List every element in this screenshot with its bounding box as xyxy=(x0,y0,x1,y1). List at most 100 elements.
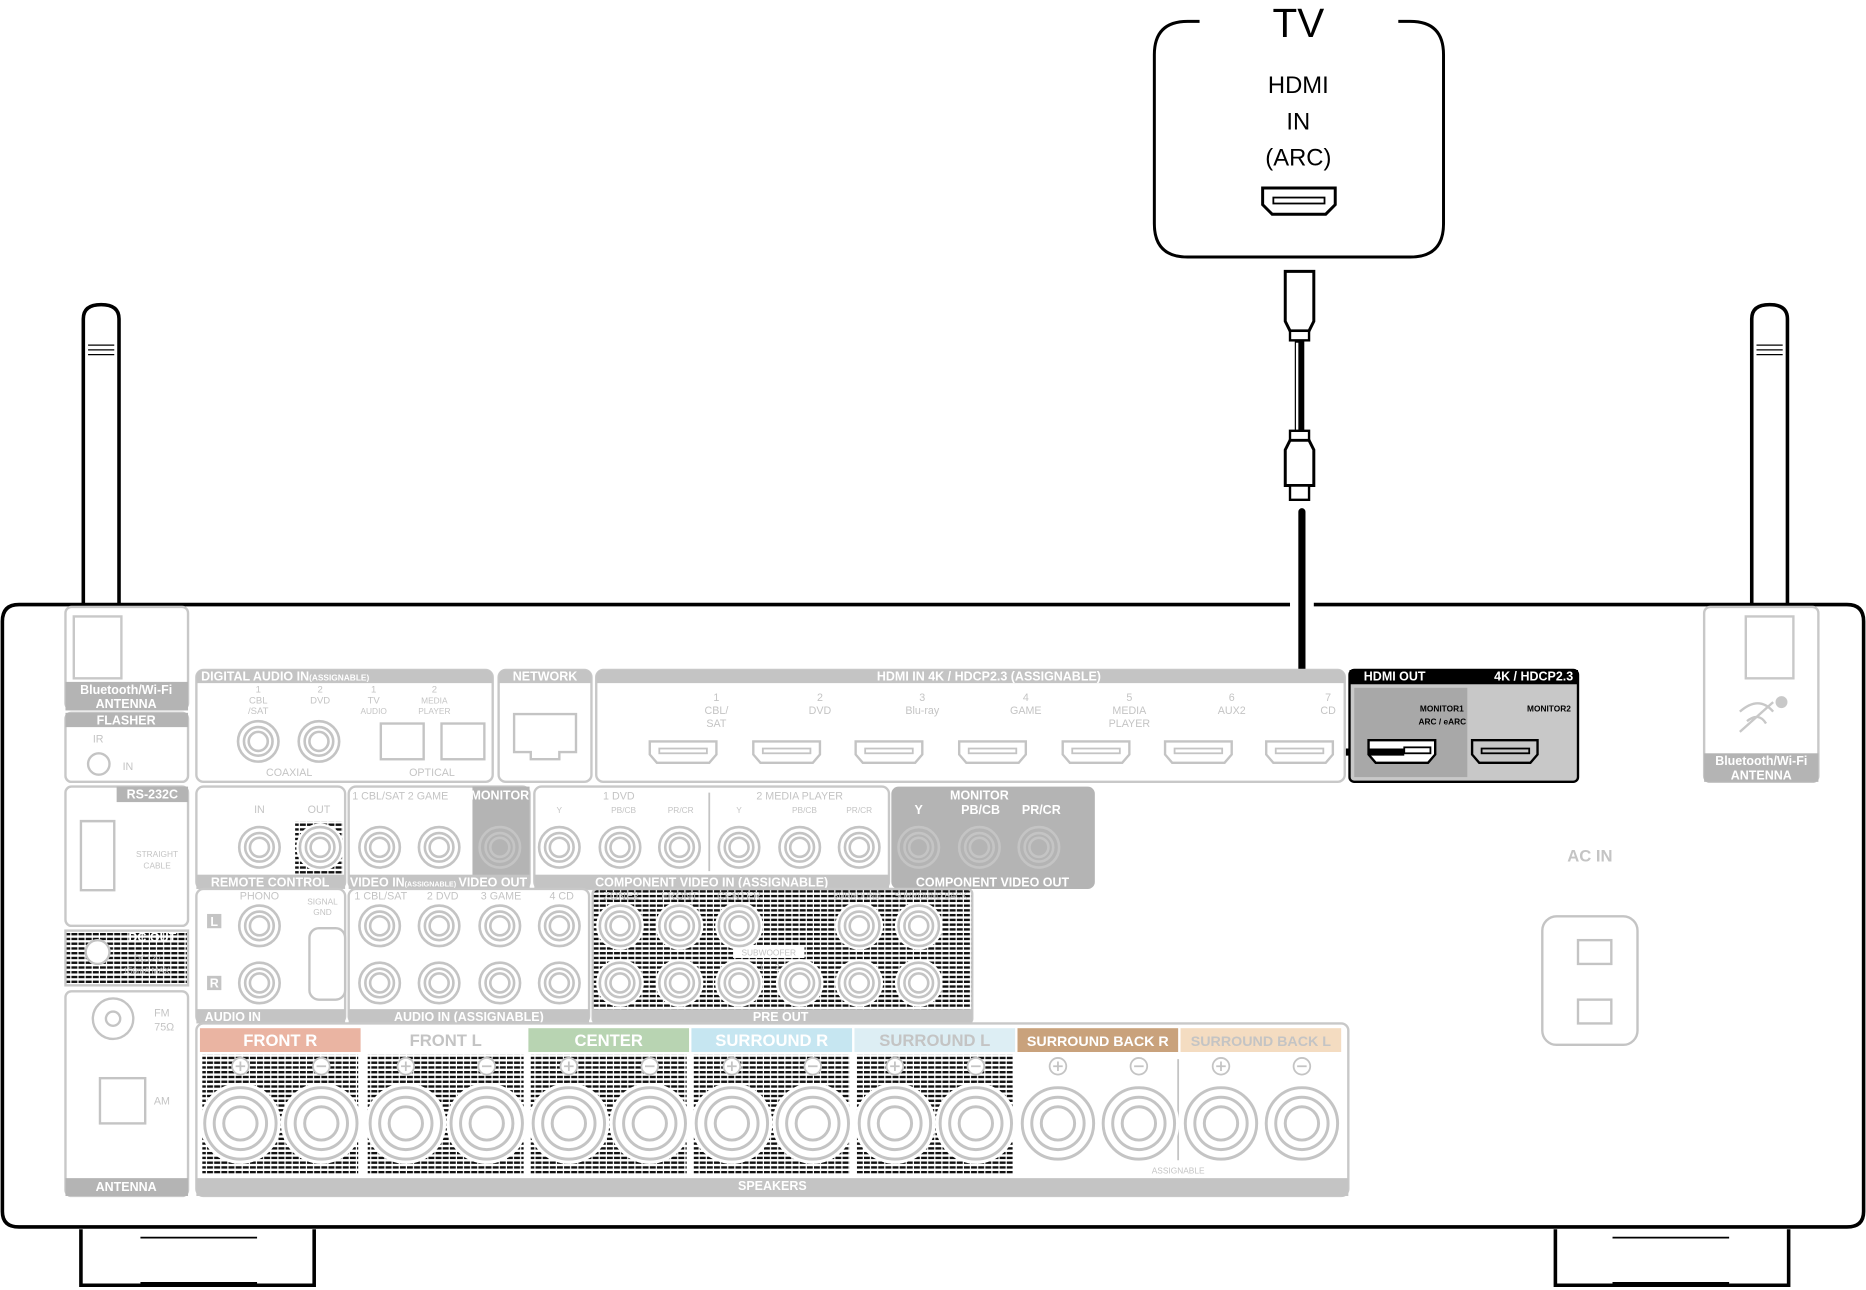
speaker-terminal-plus[interactable] xyxy=(854,1057,936,1164)
fm-antenna-jack[interactable] xyxy=(91,997,135,1041)
speaker-terminal-plus[interactable] xyxy=(1017,1057,1099,1164)
pre-out-zone2: ZONE2 xyxy=(603,891,639,903)
speaker-terminal-minus[interactable] xyxy=(1098,1057,1180,1164)
speaker-terminal-plus[interactable] xyxy=(365,1057,447,1164)
coaxial-2-jack[interactable] xyxy=(295,717,343,766)
rs232c-port[interactable] xyxy=(79,819,116,892)
ac-in-socket[interactable] xyxy=(1541,915,1639,1047)
speaker-terminal-minus[interactable] xyxy=(935,1057,1017,1164)
component-in-jack-5[interactable] xyxy=(775,823,824,872)
pre-out-jack-7[interactable] xyxy=(655,959,704,1007)
hdmi-in-2-label: DVD xyxy=(809,705,832,717)
pre-out-jack-5[interactable] xyxy=(894,902,943,950)
pre-out-jack-2[interactable] xyxy=(655,902,704,950)
coax-1-num: 1 xyxy=(256,685,261,696)
phono-r-jack[interactable] xyxy=(235,959,284,1007)
wireless-symbol-icon xyxy=(1739,701,1775,733)
network-title: NETWORK xyxy=(513,670,578,684)
pre-out-jack-10[interactable] xyxy=(835,959,884,1007)
audio-in-r-jack-1[interactable] xyxy=(355,959,404,1007)
hdmi-in-port-slot xyxy=(864,747,914,755)
remote-in-jack[interactable] xyxy=(235,823,284,872)
comp-out-y: Y xyxy=(915,803,924,817)
ac-in-section: AC IN xyxy=(1541,847,1639,1047)
speaker-channel-surround-back-l: SURROUND BACK L xyxy=(1180,1028,1343,1164)
antenna-title: ANTENNA xyxy=(96,1180,157,1194)
coaxial-1-jack[interactable] xyxy=(234,717,283,766)
component-out-jack-2[interactable] xyxy=(955,823,1004,872)
phono-l-jack[interactable] xyxy=(235,902,284,950)
hdmi-out-title: HDMI OUT xyxy=(1364,670,1426,684)
optical-2-label-2: PLAYER xyxy=(418,706,450,716)
audio-in-l-jack-1[interactable] xyxy=(355,902,404,950)
audio-in-l-jack-2[interactable] xyxy=(415,902,463,950)
audio-in-l-jack-4[interactable] xyxy=(535,902,584,950)
am-antenna-terminal[interactable] xyxy=(98,1076,147,1125)
component-in-jack-2[interactable] xyxy=(596,823,644,872)
hdmi-in-4-port[interactable] xyxy=(957,740,1028,765)
dc-out-section: DC OUT DC12V 150mA MAX. xyxy=(64,929,190,987)
component-in-section: 1 DVD 2 MEDIA PLAYER Y PB/CB PR/CR Y PB/… xyxy=(533,785,891,891)
hdmi-in-7-port[interactable] xyxy=(1265,740,1335,765)
component-out-jack-1[interactable] xyxy=(894,823,943,872)
hdmi-in-port-slot xyxy=(761,747,812,755)
video-monitor-out-jack[interactable] xyxy=(476,823,524,872)
fm-impedance: 75Ω xyxy=(154,1022,174,1034)
video-in-1-jack[interactable] xyxy=(355,823,404,872)
component-in-jack-1[interactable] xyxy=(535,823,584,872)
hdmi-in-5-label: MEDIA xyxy=(1112,705,1147,717)
flasher-ir-label: IR xyxy=(93,734,104,746)
speaker-color-band xyxy=(199,1028,361,1052)
component-out-jack-3[interactable] xyxy=(1015,823,1063,872)
speaker-terminal-plus[interactable] xyxy=(199,1057,281,1164)
speaker-terminal-minus[interactable] xyxy=(772,1057,854,1164)
hdmi-in-5-port[interactable] xyxy=(1061,740,1131,765)
hdmi-out-monitor2-port[interactable] xyxy=(1470,739,1539,765)
comp-pr-1: PR/CR xyxy=(668,805,694,815)
speaker-channel-front-l: FRONT L xyxy=(365,1028,528,1174)
hdmi-in-7-label: 7 xyxy=(1325,692,1331,704)
video-in-2-jack[interactable] xyxy=(415,823,463,872)
hdmi-in-6-port[interactable] xyxy=(1163,740,1233,765)
component-in-jack-4[interactable] xyxy=(715,823,763,872)
signal-gnd-terminal[interactable] xyxy=(308,927,347,1001)
pre-out-jack-1[interactable] xyxy=(596,902,644,950)
pre-out-jack-6[interactable] xyxy=(596,959,644,1007)
hdmi-in-1-port[interactable] xyxy=(648,740,718,765)
pre-out-surround-back: SURROUND BACK xyxy=(894,890,968,900)
pre-out-jack-3[interactable] xyxy=(715,902,763,950)
pre-out-jack-9[interactable] xyxy=(775,959,824,1007)
right-antenna xyxy=(1749,302,1790,681)
dc-out-jack[interactable] xyxy=(84,938,111,966)
flasher-title: FLASHER xyxy=(97,714,156,728)
hdmi-in-3-port[interactable] xyxy=(854,740,924,765)
comp-pb-1: PB/CB xyxy=(611,805,636,815)
pre-out-jack-4[interactable] xyxy=(835,902,884,950)
optical-1-port[interactable] xyxy=(379,722,425,761)
rs232c-note-2: CABLE xyxy=(143,861,171,871)
speaker-terminal-plus[interactable] xyxy=(1180,1057,1262,1164)
speaker-terminal-plus[interactable] xyxy=(691,1057,773,1164)
speaker-terminal-minus[interactable] xyxy=(1261,1057,1343,1164)
speaker-terminal-minus[interactable] xyxy=(446,1057,528,1164)
audio-in-l-jack-3[interactable] xyxy=(476,902,524,950)
audio-in-r-jack-4[interactable] xyxy=(535,959,584,1007)
optical-2-port[interactable] xyxy=(440,722,486,761)
speaker-terminal-plus[interactable] xyxy=(528,1057,610,1164)
speaker-terminal-minus[interactable] xyxy=(280,1057,362,1164)
component-in-jack-6[interactable] xyxy=(835,823,884,872)
tv-hdmi-port-icon[interactable] xyxy=(1261,186,1337,216)
ethernet-port[interactable] xyxy=(512,712,578,761)
audio-in-r-jack-3[interactable] xyxy=(476,959,524,1007)
flasher-jack[interactable] xyxy=(86,752,111,776)
pre-out-jack-8[interactable] xyxy=(715,959,763,1007)
hdmi-in-2-port[interactable] xyxy=(752,740,822,765)
hdmi-cable[interactable] xyxy=(1283,269,1408,756)
remote-out-jack[interactable] xyxy=(296,823,344,872)
pre-out-jack-11[interactable] xyxy=(894,959,943,1007)
component-in-jack-3[interactable] xyxy=(655,823,704,872)
speaker-terminal-minus[interactable] xyxy=(609,1057,691,1164)
hdmi-in-1-label: 1 xyxy=(713,692,719,704)
am-label: AM xyxy=(154,1095,170,1107)
audio-in-r-jack-2[interactable] xyxy=(415,959,463,1007)
